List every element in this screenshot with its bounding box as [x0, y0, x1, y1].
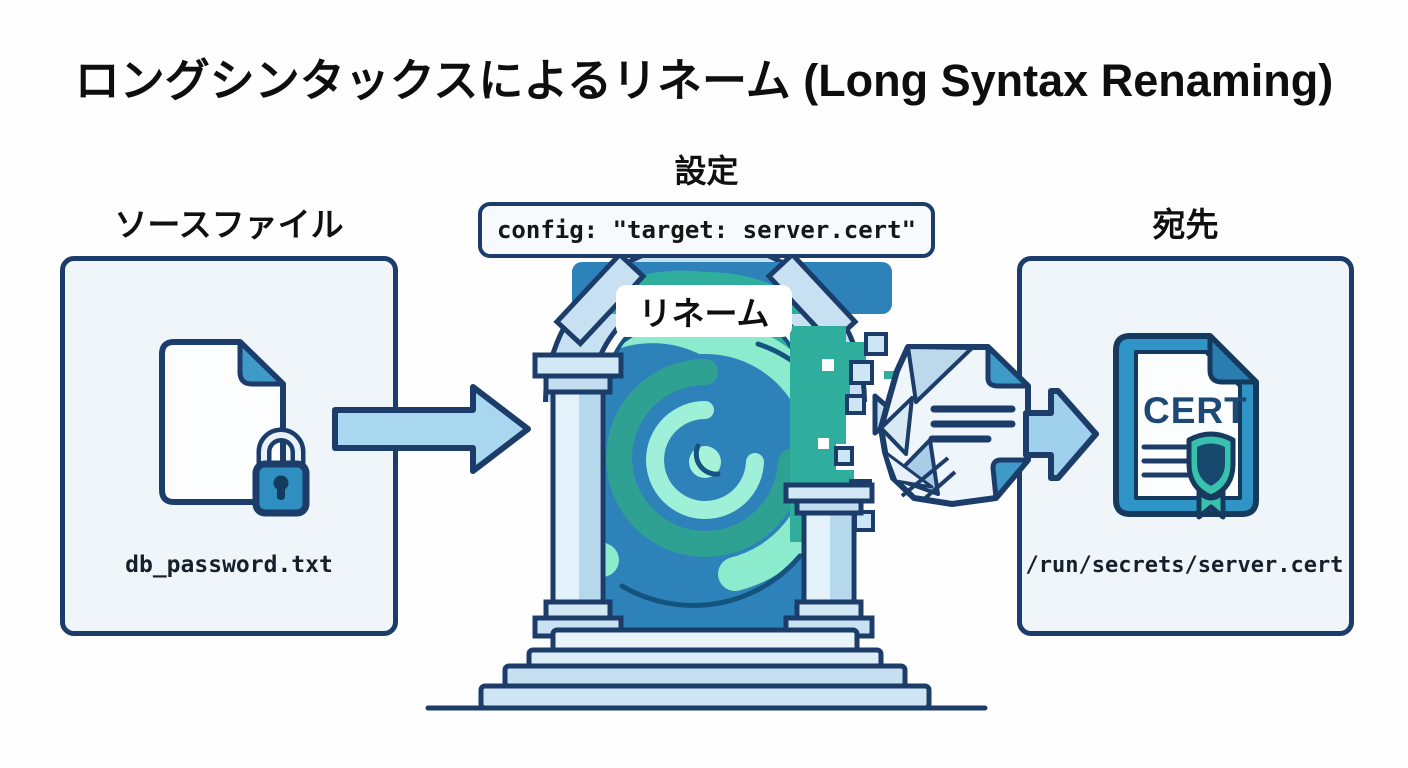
- certificate-icon: CERT: [1113, 333, 1259, 520]
- file-fold: [237, 339, 286, 387]
- paper-fold-bottom: [990, 457, 1031, 501]
- config-code-box: config: "target: server.cert": [478, 202, 935, 258]
- transformed-file-icon: [878, 344, 1031, 507]
- lock-icon: [252, 427, 310, 517]
- paper-fold-top: [985, 344, 1031, 389]
- flow-arrow-left: [332, 384, 531, 474]
- paper-text-lines: [928, 405, 1016, 443]
- portal-rename-label: リネーム: [616, 285, 792, 337]
- cert-shield-badge: [1186, 431, 1236, 520]
- cert-text: CERT: [1143, 390, 1248, 431]
- flow-arrow-right: [1023, 388, 1099, 481]
- portal-steps: [478, 627, 932, 711]
- config-code-text: config: "target: server.cert": [496, 216, 917, 244]
- cert-fold: [1207, 333, 1259, 385]
- locked-file-icon: [159, 339, 310, 517]
